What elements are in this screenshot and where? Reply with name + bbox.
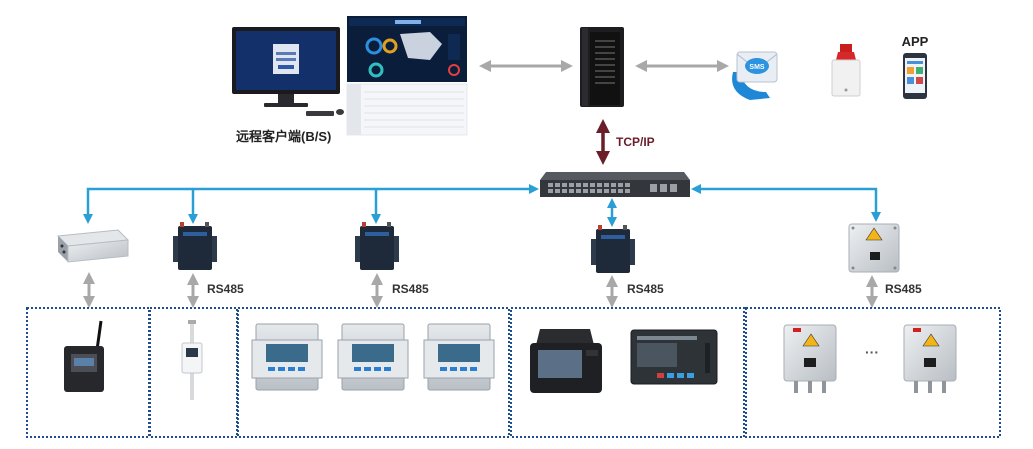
server-tower [580,27,624,107]
explosion-proof-gateway [848,223,900,273]
tcp-ip-label: TCP/IP [616,135,655,149]
serial-server-1 [173,222,217,270]
explosion-proof-detector-1 [783,324,837,393]
smartphone-icon [903,53,927,99]
gray-device-links [83,272,878,308]
device-group-borders [26,307,1001,438]
desktop-monitor [232,27,344,116]
rs485-label-4: RS485 [885,282,922,296]
alarm-siren-icon [831,44,861,97]
serial-server-3 [591,225,635,273]
power-meter-3 [423,323,495,391]
power-meter-2 [337,323,409,391]
wireless-gateway [56,229,130,263]
wireless-sensor [64,320,104,392]
remote-client-label: 远程客户端(B/S) [236,129,331,144]
data-table-screen [346,83,468,136]
dashboard-screen [347,16,467,82]
rs485-label-1: RS485 [207,282,244,296]
rail-sensor [181,320,203,400]
network-switch [540,172,690,197]
rs485-label-2: RS485 [392,282,429,296]
power-meter-1 [251,323,323,391]
ellipsis-text: ··· [865,344,879,360]
sms-text: SMS [749,64,765,71]
rs485-label-3: RS485 [627,282,664,296]
app-label: APP [902,34,929,49]
portable-detector [530,329,602,393]
serial-server-2 [355,222,399,270]
blue-bus-lines [83,184,881,227]
explosion-proof-detector-2 [903,324,957,393]
controller-panel [630,329,718,385]
sms-envelope-icon: SMS [732,51,778,100]
